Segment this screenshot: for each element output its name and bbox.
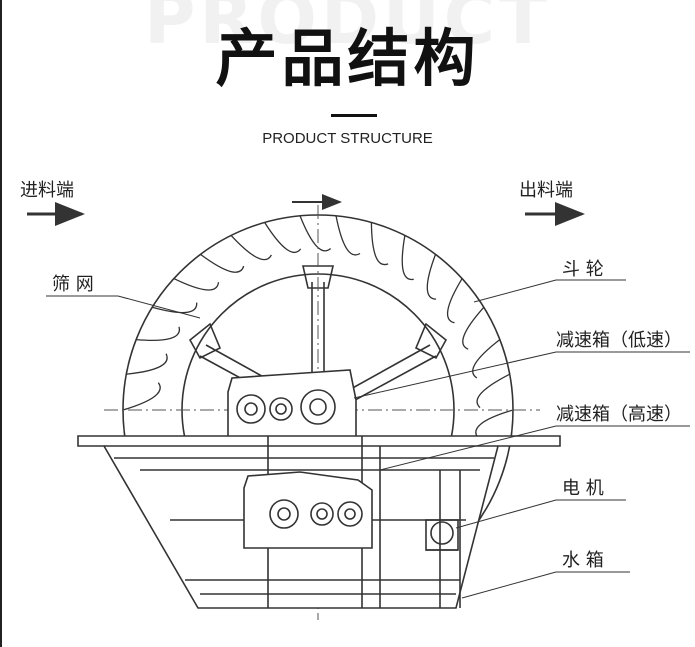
low-speed-reducer — [227, 369, 357, 439]
bucket-vane — [472, 339, 501, 379]
bucket-vane — [299, 215, 332, 252]
bucket-vane — [335, 215, 361, 256]
bucket-vane — [370, 222, 389, 266]
outlet-label: 出料端 — [519, 180, 573, 201]
motor — [425, 519, 459, 551]
page-title: 产品结构 — [215, 22, 480, 95]
label-water-tank: 水 箱 — [562, 550, 604, 571]
label-motor: 电 机 — [562, 478, 604, 499]
bucket-vane — [401, 235, 414, 280]
bucket-vane — [173, 278, 220, 291]
title-underline — [331, 114, 377, 117]
bucket-vane — [122, 382, 161, 411]
bucket-vane — [475, 409, 514, 438]
bucket-vane — [200, 253, 245, 273]
bucket-vane — [446, 278, 463, 324]
bucket-vane — [230, 234, 272, 261]
page-subtitle: PRODUCT STRUCTURE — [262, 130, 433, 147]
bucket-vane — [136, 326, 180, 341]
watermark-text: PRODUCT — [144, 0, 551, 60]
label-bucket-wheel: 斗 轮 — [562, 259, 604, 280]
inlet-label: 进料端 — [20, 180, 74, 201]
bucket-vane — [426, 254, 437, 300]
callout-lines — [46, 279, 690, 599]
label-screen: 筛 网 — [52, 274, 94, 295]
bucket-vane — [152, 302, 198, 314]
bucket-vane — [264, 222, 302, 254]
left-border-line — [0, 0, 2, 647]
label-reducer-low: 减速箱（低速） — [556, 330, 682, 351]
label-reducer-high: 减速箱（高速） — [556, 404, 682, 425]
bucket-vane — [476, 373, 510, 409]
high-speed-reducer — [243, 471, 373, 549]
wheel-buckets — [122, 215, 514, 438]
bucket-vane — [126, 353, 168, 375]
bucket-vane — [462, 306, 485, 350]
